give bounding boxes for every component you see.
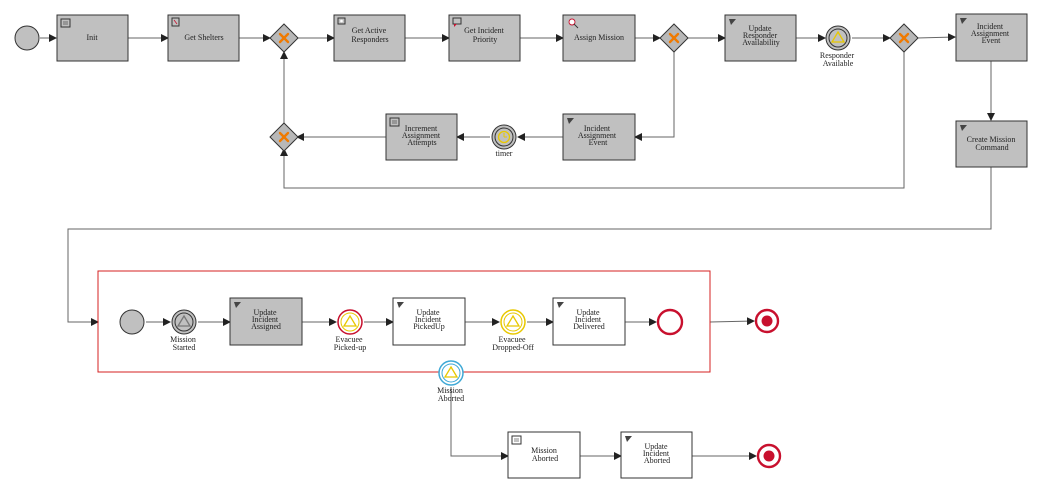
subprocess-start-event[interactable]	[119, 309, 145, 335]
svg-text:Update Incident Ab: Update Incident Aborted	[643, 442, 671, 465]
send-icon	[397, 302, 404, 308]
send-icon	[729, 19, 736, 25]
subprocess-end-event[interactable]	[656, 308, 684, 336]
send-icon	[234, 302, 241, 308]
message-icon	[452, 17, 462, 27]
mission-subprocess[interactable]	[97, 270, 711, 373]
task-incident-assignment-event-loop[interactable]: Incident Assignment Event	[562, 113, 636, 161]
script-icon	[511, 435, 522, 445]
svg-text:Incident Assignment: Incident Assignment Event	[578, 124, 618, 147]
flow-gateway-to-incident-event	[916, 33, 956, 42]
task-update-incident-assigned[interactable]: Update Incident Assigned	[229, 297, 303, 346]
mission-aborted-boundary-event[interactable]	[438, 360, 464, 386]
task-mission-aborted[interactable]: Mission Aborted	[507, 431, 581, 479]
send-icon	[960, 125, 967, 131]
svg-text:Incident Assignment: Incident Assignment Event	[971, 22, 1011, 45]
task-incident-assignment-event[interactable]: Incident Assignment Event	[955, 13, 1028, 62]
rule-icon	[337, 17, 346, 25]
mission-started-event[interactable]	[171, 309, 197, 335]
flow-aborted-event-to-task	[450, 387, 509, 460]
flow-assign-gateway-to-loop-event	[634, 52, 675, 141]
sequence-flows	[40, 33, 995, 460]
svg-text:Update Responder A: Update Responder Availability	[742, 24, 780, 47]
responder-available-event[interactable]	[825, 25, 851, 51]
flow-create-mission-to-subprocess	[67, 167, 992, 326]
evacuee-droppedoff-label: Evacuee Dropped-Off	[492, 335, 534, 352]
responder-available-label: Responder Available	[820, 51, 856, 68]
rule-icon	[171, 17, 180, 27]
task-update-incident-aborted[interactable]: Update Incident Aborted	[620, 431, 693, 479]
send-icon	[557, 302, 564, 308]
timer-event[interactable]	[491, 124, 517, 150]
svg-text:Update Incident As: Update Incident Assigned	[251, 308, 281, 331]
task-get-incident-priority[interactable]: Get Incident Priority	[448, 14, 521, 62]
evacuee-droppedoff-event[interactable]	[500, 309, 526, 335]
task-assign-mission[interactable]: Assign Mission	[562, 14, 636, 62]
signal-icon	[176, 314, 192, 327]
svg-text:Init: Init	[86, 33, 98, 42]
service-icon	[568, 18, 579, 29]
task-increment-assignment-attempts[interactable]: Increment Assignment Attempts	[385, 113, 458, 161]
flow-subprocess-to-end	[709, 317, 755, 326]
signal-icon	[505, 314, 521, 327]
task-update-incident-pickedup[interactable]: Update Incident PickedUp	[392, 297, 466, 346]
svg-text:Update Incident De: Update Incident Delivered	[573, 308, 605, 331]
evacuee-pickedup-label: Evacuee Picked-up	[334, 335, 366, 352]
send-icon	[567, 118, 574, 124]
exclusive-gateway-assign[interactable]	[659, 23, 689, 53]
signal-icon	[443, 365, 459, 378]
svg-text:Increment Assignment: Increment Assignment Attempts	[402, 124, 442, 147]
task-update-responder-availability[interactable]: Update Responder Availability	[724, 14, 797, 62]
signal-icon	[342, 314, 358, 327]
svg-text:Get Shelters: Get Shelters	[184, 33, 223, 42]
task-get-shelters[interactable]: Get Shelters	[167, 14, 240, 62]
clock-icon	[497, 130, 511, 144]
mission-started-label: Mission Started	[170, 335, 198, 352]
svg-text:Create Mission Command: Create Mission Command	[967, 135, 1018, 152]
timer-label: timer	[496, 149, 513, 158]
signal-icon	[830, 30, 846, 43]
svg-text:Mission Aborted: Mission Aborted	[531, 446, 559, 463]
end-event-terminate[interactable]	[754, 308, 780, 334]
send-icon	[625, 436, 632, 442]
send-icon	[960, 18, 967, 24]
exclusive-gateway-merge[interactable]	[269, 23, 299, 53]
task-create-mission-command[interactable]: Create Mission Command	[955, 120, 1028, 168]
end-event-terminate-aborted[interactable]	[756, 443, 782, 469]
svg-text:Update Incident Pi: Update Incident PickedUp	[413, 308, 445, 331]
svg-text:Get Incident Priority: Get Incident Priority	[464, 26, 506, 44]
task-update-incident-delivered[interactable]: Update Incident Delivered	[552, 297, 626, 346]
task-init[interactable]: Init	[56, 14, 129, 62]
evacuee-pickedup-event[interactable]	[337, 309, 363, 335]
exclusive-gateway-loop[interactable]	[269, 122, 299, 152]
script-icon	[389, 117, 400, 127]
svg-text:Get Active Responders: Get Active Responders	[351, 26, 388, 44]
exclusive-gateway-available[interactable]	[889, 23, 919, 53]
script-icon	[60, 18, 71, 28]
task-get-active-responders[interactable]: Get Active Responders	[333, 14, 406, 62]
start-event[interactable]	[14, 25, 40, 51]
mission-aborted-event-label: Mission Aborted	[437, 386, 465, 403]
flow-gateway-loop-back	[280, 52, 905, 189]
svg-text:Assign Mission: Assign Mission	[574, 33, 624, 42]
